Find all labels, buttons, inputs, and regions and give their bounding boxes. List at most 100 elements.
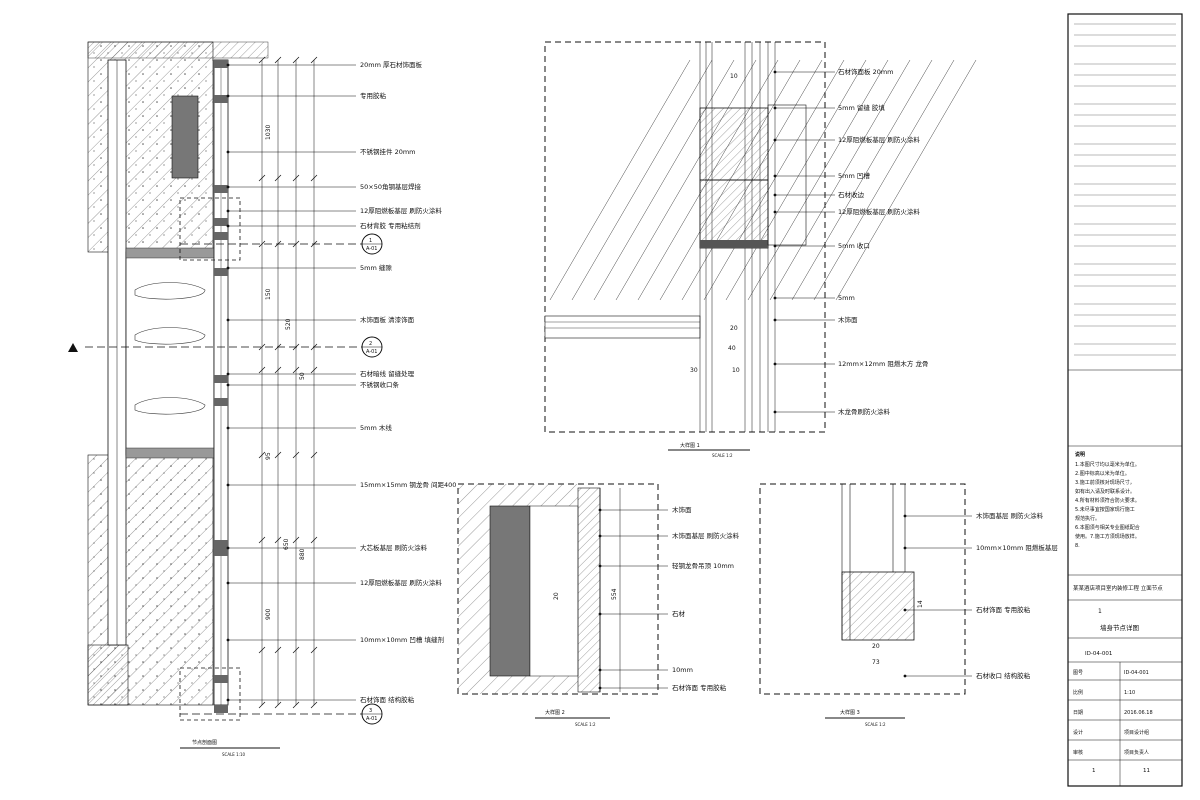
tick (310, 174, 318, 182)
tick (292, 366, 300, 374)
callout-label: 5mm (838, 294, 855, 302)
joint (214, 375, 228, 383)
dimension-value: 14 (917, 600, 924, 608)
leader-dot (226, 224, 230, 228)
joint (214, 60, 228, 68)
leader-dot (226, 150, 230, 154)
dimension-value: 20 (730, 325, 738, 332)
callout-label: 木饰面板 清漆饰面 (360, 315, 415, 324)
marker-number: 2 (369, 341, 372, 347)
field-label: 图号 (1073, 670, 1083, 676)
callout-label: 12厚阻燃板基层 刷防火涂料 (360, 578, 442, 587)
tick (310, 536, 318, 544)
tick (292, 536, 300, 544)
detail-2-scale: SCALE 1:2 (575, 722, 596, 727)
cladding-joints (214, 60, 228, 713)
page-number: 1 (1098, 608, 1102, 615)
leader-dot (773, 70, 777, 74)
callout-label: 50×50角钢基层焊接 (360, 182, 421, 191)
callout-label: 专用胶粘 (360, 91, 387, 100)
dimension-value: 520 (285, 318, 292, 330)
callout-label: 石材收口 结构胶粘 (976, 671, 1031, 680)
hatch-line (835, 59, 977, 301)
note-line: 5.未尽事宜按国家现行施工 (1075, 506, 1135, 513)
note-line: 规范执行。 (1075, 515, 1100, 522)
callout-label: 5mm 凹槽 (838, 171, 870, 180)
leader-dot (226, 383, 230, 387)
tick (274, 56, 282, 64)
leader-dot (226, 318, 230, 322)
dimension-value: 650 (283, 538, 290, 550)
callout-label: 石材饰面板 20mm (838, 67, 894, 76)
dimension-value: 150 (265, 288, 272, 300)
note-line: 如有出入请及时联系设计。 (1075, 488, 1135, 495)
dimension-value: 880 (299, 548, 306, 560)
dark-panel (171, 95, 199, 179)
stone-block-1 (699, 107, 769, 181)
project-name: 某某酒店项目室内装修工程 立面节点 (1073, 584, 1163, 592)
tick (292, 56, 300, 64)
note-line: 6.本图须与相关专业图纸配合 (1075, 524, 1140, 531)
leader-dot (226, 698, 230, 702)
main-section-title: 节点剖面图 (192, 739, 217, 746)
main-section-scale: SCALE 1:10 (222, 752, 246, 757)
leader-dot (226, 63, 230, 67)
field-label: 审核 (1073, 749, 1083, 756)
leader-dot (226, 209, 230, 213)
callout-label: 木饰面基层 刷防火涂料 (672, 531, 740, 540)
section-arrow-icon (68, 343, 78, 352)
callout-label: 5mm 收口 (838, 241, 870, 250)
leader-dot (903, 674, 907, 678)
leader-dot (773, 362, 777, 366)
callout-label: 20mm 厚石材饰面板 (360, 60, 423, 69)
callout-label: 5mm 留缝 胶填 (838, 103, 885, 112)
leader-dot (226, 266, 230, 270)
page-count-current: 1 (1092, 768, 1096, 774)
hatch-line (593, 59, 735, 301)
leader-dot (773, 244, 777, 248)
callout-label: 大芯板基层 刷防火涂料 (360, 543, 428, 552)
tick (310, 701, 318, 709)
leader-dot (903, 608, 907, 612)
callout-label: 12mm×12mm 阻燃木方 龙骨 (838, 359, 928, 368)
callout-label: 木饰面 (672, 505, 692, 514)
detail-2-strip (577, 487, 601, 693)
tick (258, 451, 266, 459)
dimension-value: 554 (611, 588, 618, 600)
tick (258, 536, 266, 544)
leader-dot (598, 686, 602, 690)
tick (310, 56, 318, 64)
field-label: 日期 (1073, 710, 1083, 716)
note-line: 2.图中标高以米为单位。 (1075, 470, 1130, 477)
leader-dot (773, 193, 777, 197)
note-line: 使用。7.施工方须现场放样。 (1075, 533, 1140, 540)
marker-ref: A-01 (366, 246, 377, 252)
tick (292, 646, 300, 654)
callout-label: 石材收边 (838, 190, 865, 199)
callout-label: 木饰面 (838, 315, 858, 324)
detail-1-title: 大样图 1 (680, 442, 700, 449)
callout-label: 木饰面基层 刷防火涂料 (976, 511, 1044, 520)
dimension-value: 20 (553, 592, 560, 600)
tick (310, 366, 318, 374)
title-block-lines (1068, 23, 1182, 447)
dimension-value: 900 (265, 608, 272, 620)
note-line: 1.本图尺寸均以毫米为单位。 (1075, 461, 1140, 468)
callout-label: 10mm×10mm 阻燃板基层 (976, 543, 1058, 552)
callout-label: 石材背胶 专用粘结剂 (360, 221, 421, 230)
marker-number: 1 (369, 238, 372, 244)
tick (292, 701, 300, 709)
notes-list: 1.本图尺寸均以毫米为单位。2.图中标高以米为单位。3.施工前须核对现场尺寸， … (1075, 461, 1140, 549)
tick (292, 174, 300, 182)
joint (214, 548, 228, 556)
callout-label: 轻钢龙骨吊顶 10mm (672, 561, 734, 570)
marker-ref: A-01 (366, 716, 377, 722)
dimension-value: 50 (299, 372, 306, 380)
